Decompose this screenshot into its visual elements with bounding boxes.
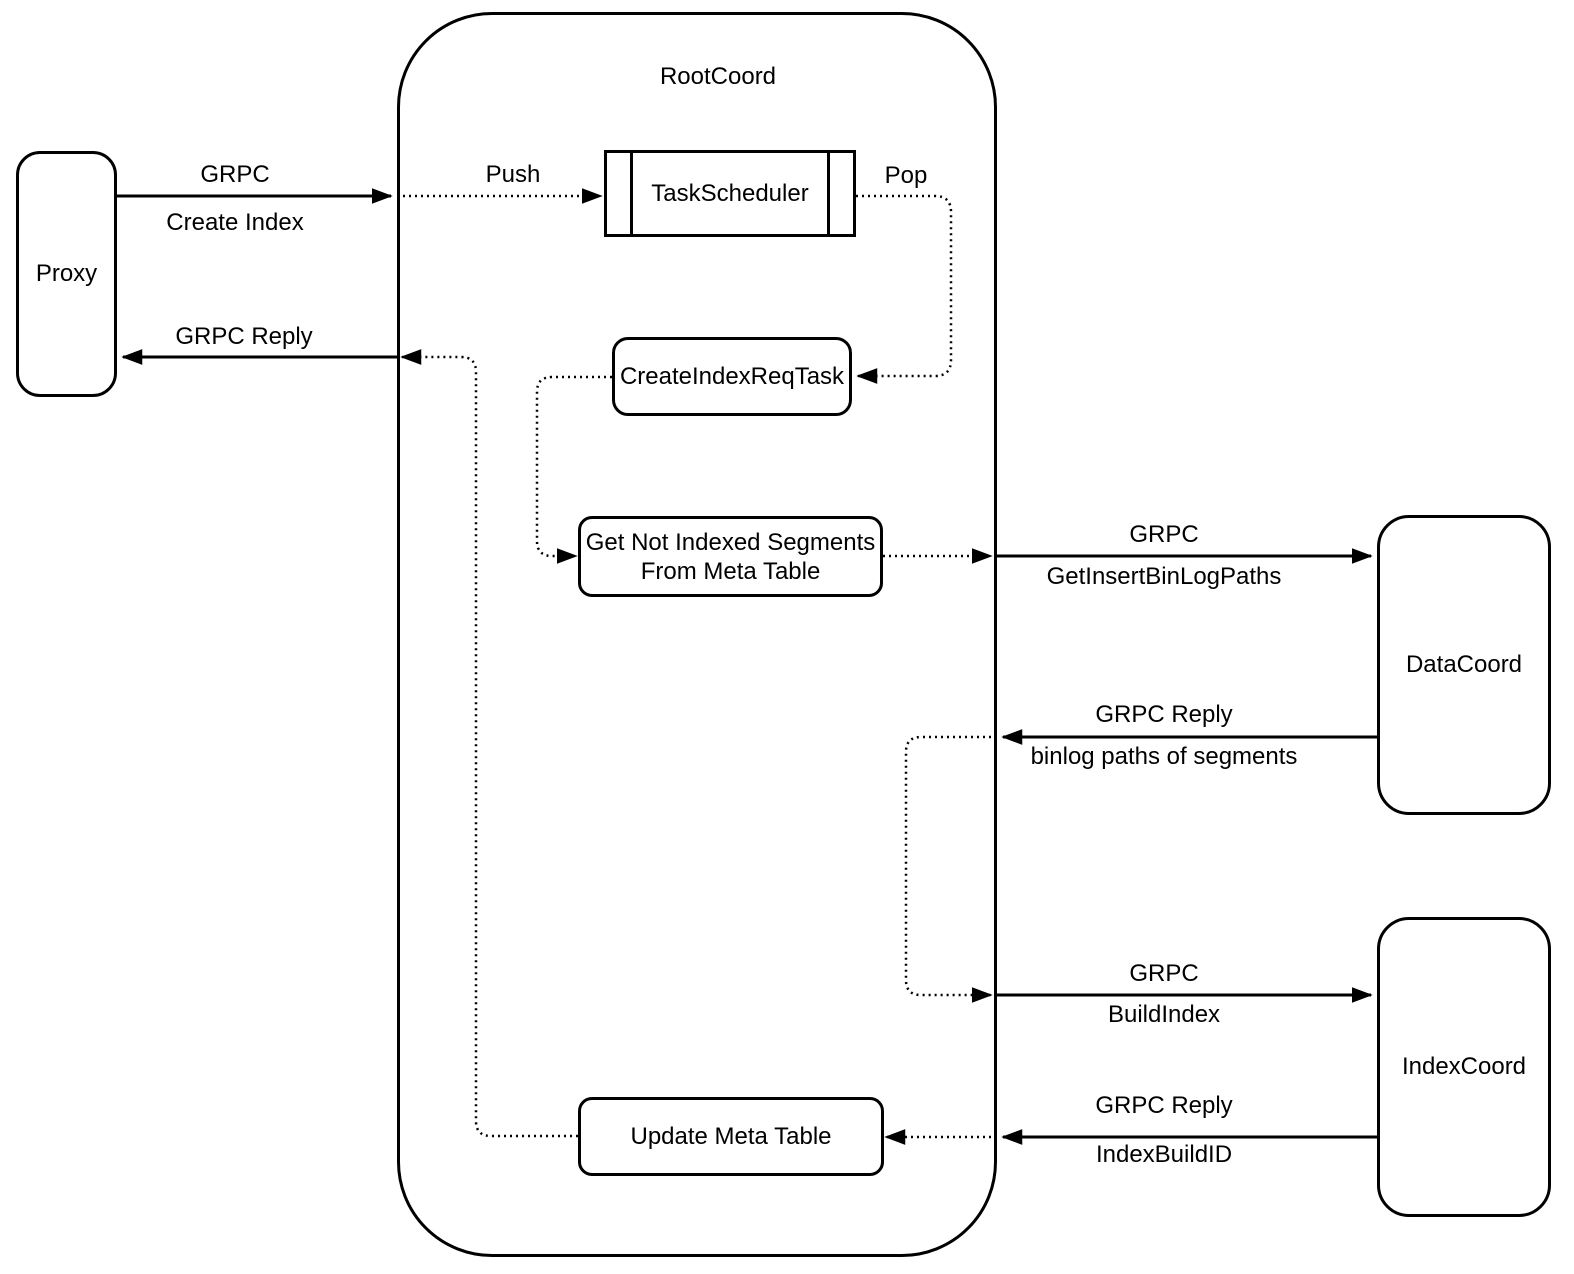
- node-update-meta-table: Update Meta Table: [578, 1097, 884, 1176]
- edge-pop: [856, 194, 953, 384]
- label-grpc-getinsert-bottom: GetInsertBinLogPaths: [1046, 563, 1282, 590]
- node-get-not-indexed-line1: Get Not Indexed Segments: [585, 528, 876, 556]
- node-get-not-indexed-line2: From Meta Table: [640, 557, 821, 585]
- rootcoord-title: RootCoord: [659, 63, 777, 90]
- label-grpc-reply-proxy: GRPC Reply: [175, 323, 313, 350]
- label-grpc-buildid-reply-top: GRPC Reply: [1095, 1092, 1233, 1119]
- node-proxy-label: Proxy: [35, 260, 98, 287]
- edge-binlog-to-buildindex: [904, 735, 997, 1003]
- edge-task-to-get-segments: [535, 375, 612, 564]
- node-task-scheduler: TaskScheduler: [604, 150, 856, 237]
- taskscheduler-left-bar: [630, 153, 633, 234]
- node-get-not-indexed-segments: Get Not Indexed Segments From Meta Table: [578, 516, 883, 597]
- node-index-coord: IndexCoord: [1377, 917, 1551, 1217]
- label-push: Push: [485, 161, 541, 188]
- node-data-coord-label: DataCoord: [1405, 651, 1523, 678]
- edge-update-meta-to-reply: [400, 349, 578, 1138]
- label-grpc-create-index-bottom: Create Index: [166, 209, 304, 236]
- label-grpc-buildindex-bottom: BuildIndex: [1107, 1001, 1221, 1028]
- label-pop: Pop: [884, 162, 928, 189]
- node-index-coord-label: IndexCoord: [1401, 1053, 1527, 1080]
- taskscheduler-right-bar: [827, 153, 830, 234]
- node-data-coord: DataCoord: [1377, 515, 1551, 815]
- node-task-scheduler-label: TaskScheduler: [651, 179, 809, 207]
- label-grpc-binlog-reply-bottom: binlog paths of segments: [1030, 743, 1298, 770]
- node-proxy: Proxy: [16, 151, 117, 397]
- node-create-index-req-task: CreateIndexReqTask: [612, 337, 852, 416]
- node-update-meta-table-label: Update Meta Table: [630, 1122, 832, 1150]
- label-grpc-getinsert-top: GRPC: [1129, 521, 1199, 548]
- label-grpc-buildindex-top: GRPC: [1129, 960, 1199, 987]
- label-grpc-buildid-reply-bottom: IndexBuildID: [1095, 1141, 1233, 1168]
- label-grpc-create-index-top: GRPC: [200, 161, 270, 188]
- label-grpc-binlog-reply-top: GRPC Reply: [1095, 701, 1233, 728]
- node-create-index-req-task-label: CreateIndexReqTask: [619, 362, 845, 390]
